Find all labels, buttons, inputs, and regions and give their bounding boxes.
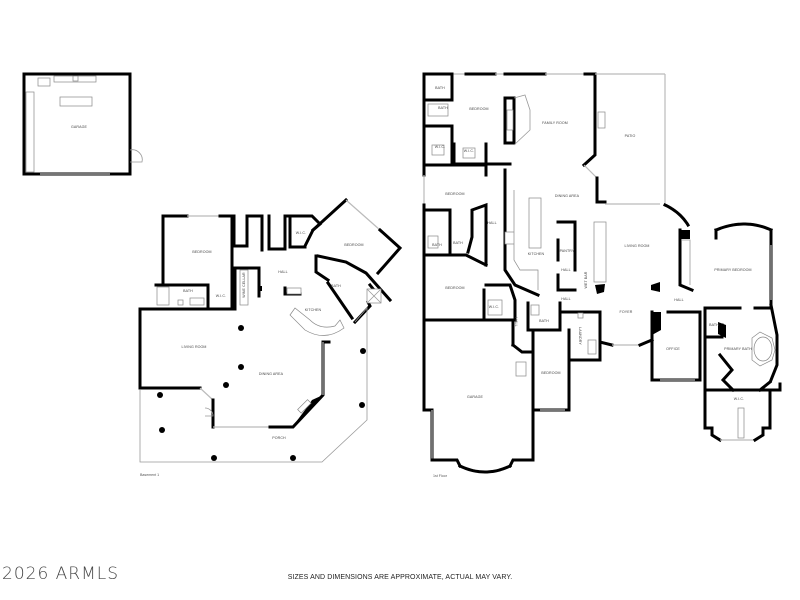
- room-label-bath: BATH: [183, 289, 193, 293]
- room-label-primary-bedroom: PRIMARY BEDROOM: [714, 268, 751, 272]
- room-label-bedroom: BEDROOM: [445, 286, 464, 290]
- room-label-bath: BATH: [539, 319, 549, 323]
- room-label-laundry: LAUNDRY: [578, 327, 582, 345]
- basement-plan: BEDROOM BEDROOM BATH W.I.C. WINE CELLAR …: [138, 197, 403, 477]
- room-label-office: OFFICE: [666, 347, 680, 351]
- armls-watermark: 2026 ARMLS: [2, 564, 120, 584]
- room-label-bedroom: BEDROOM: [445, 192, 464, 196]
- room-label-bedroom: BEDROOM: [541, 371, 560, 375]
- room-label-dining-area: DINING AREA: [259, 372, 284, 376]
- room-label-bedroom: BEDROOM: [192, 250, 211, 254]
- room-label-hall: HALL: [674, 298, 683, 302]
- room-label-garage: GARAGE: [71, 125, 87, 129]
- room-label-pantry: PANTRY: [560, 249, 575, 253]
- room-label-kitchen: KITCHEN: [305, 308, 322, 312]
- disclaimer-text: SIZES AND DIMENSIONS ARE APPROXIMATE, AC…: [287, 574, 513, 581]
- room-label-bath: BATH: [331, 284, 341, 288]
- first-floor-plan: BATH BATH W.I.C. W.I.C. BEDROOM FAMILY R…: [422, 72, 782, 478]
- room-label-family-room: FAMILY ROOM: [542, 121, 568, 125]
- room-label-wic: W.I.C.: [216, 294, 226, 298]
- room-label-wic: W.I.C.: [435, 145, 445, 149]
- room-label-garage: GARAGE: [467, 395, 483, 399]
- room-label-bedroom: BEDROOM: [344, 243, 363, 247]
- room-label-hall: HALL: [561, 268, 570, 272]
- room-label-bath: BATH: [453, 241, 463, 245]
- room-label-hall: HALL: [278, 270, 287, 274]
- room-label-hall: HALL: [561, 297, 570, 301]
- room-label-wic: W.I.C.: [296, 231, 306, 235]
- room-label-primary-bath: PRIMARY BATH: [724, 347, 752, 351]
- room-label-hall: HALL: [487, 221, 496, 225]
- floor-label-basement: Basement 1: [140, 473, 159, 477]
- room-label-bath: BATH: [435, 86, 445, 90]
- room-label-wic: W.I.C.: [734, 397, 744, 401]
- room-label-wic: W.I.C.: [464, 149, 474, 153]
- room-label-living-room: LIVING ROOM: [624, 244, 649, 248]
- room-label-porch: PORCH: [272, 436, 286, 440]
- floor-label-first: 1st Floor: [433, 474, 448, 478]
- room-label-bath: BATH: [432, 243, 442, 247]
- detached-garage: GARAGE: [22, 72, 143, 176]
- room-label-living-room: LIVING ROOM: [181, 345, 206, 349]
- room-label-dining-area: DINING AREA: [555, 194, 580, 198]
- room-label-wet-bar: WET BAR: [584, 271, 588, 288]
- room-label-wine-cellar: WINE CELLAR: [242, 272, 246, 298]
- room-label-wic: W.I.C.: [489, 305, 499, 309]
- room-label-bedroom: BEDROOM: [469, 107, 488, 111]
- room-label-bath: BATH: [438, 106, 448, 110]
- room-label-bath: BATH: [709, 323, 719, 327]
- room-label-hall: HALL: [514, 317, 518, 326]
- room-label-kitchen: KITCHEN: [528, 252, 545, 256]
- room-label-foyer: FOYER: [620, 310, 633, 314]
- room-label-patio: PATIO: [625, 134, 636, 138]
